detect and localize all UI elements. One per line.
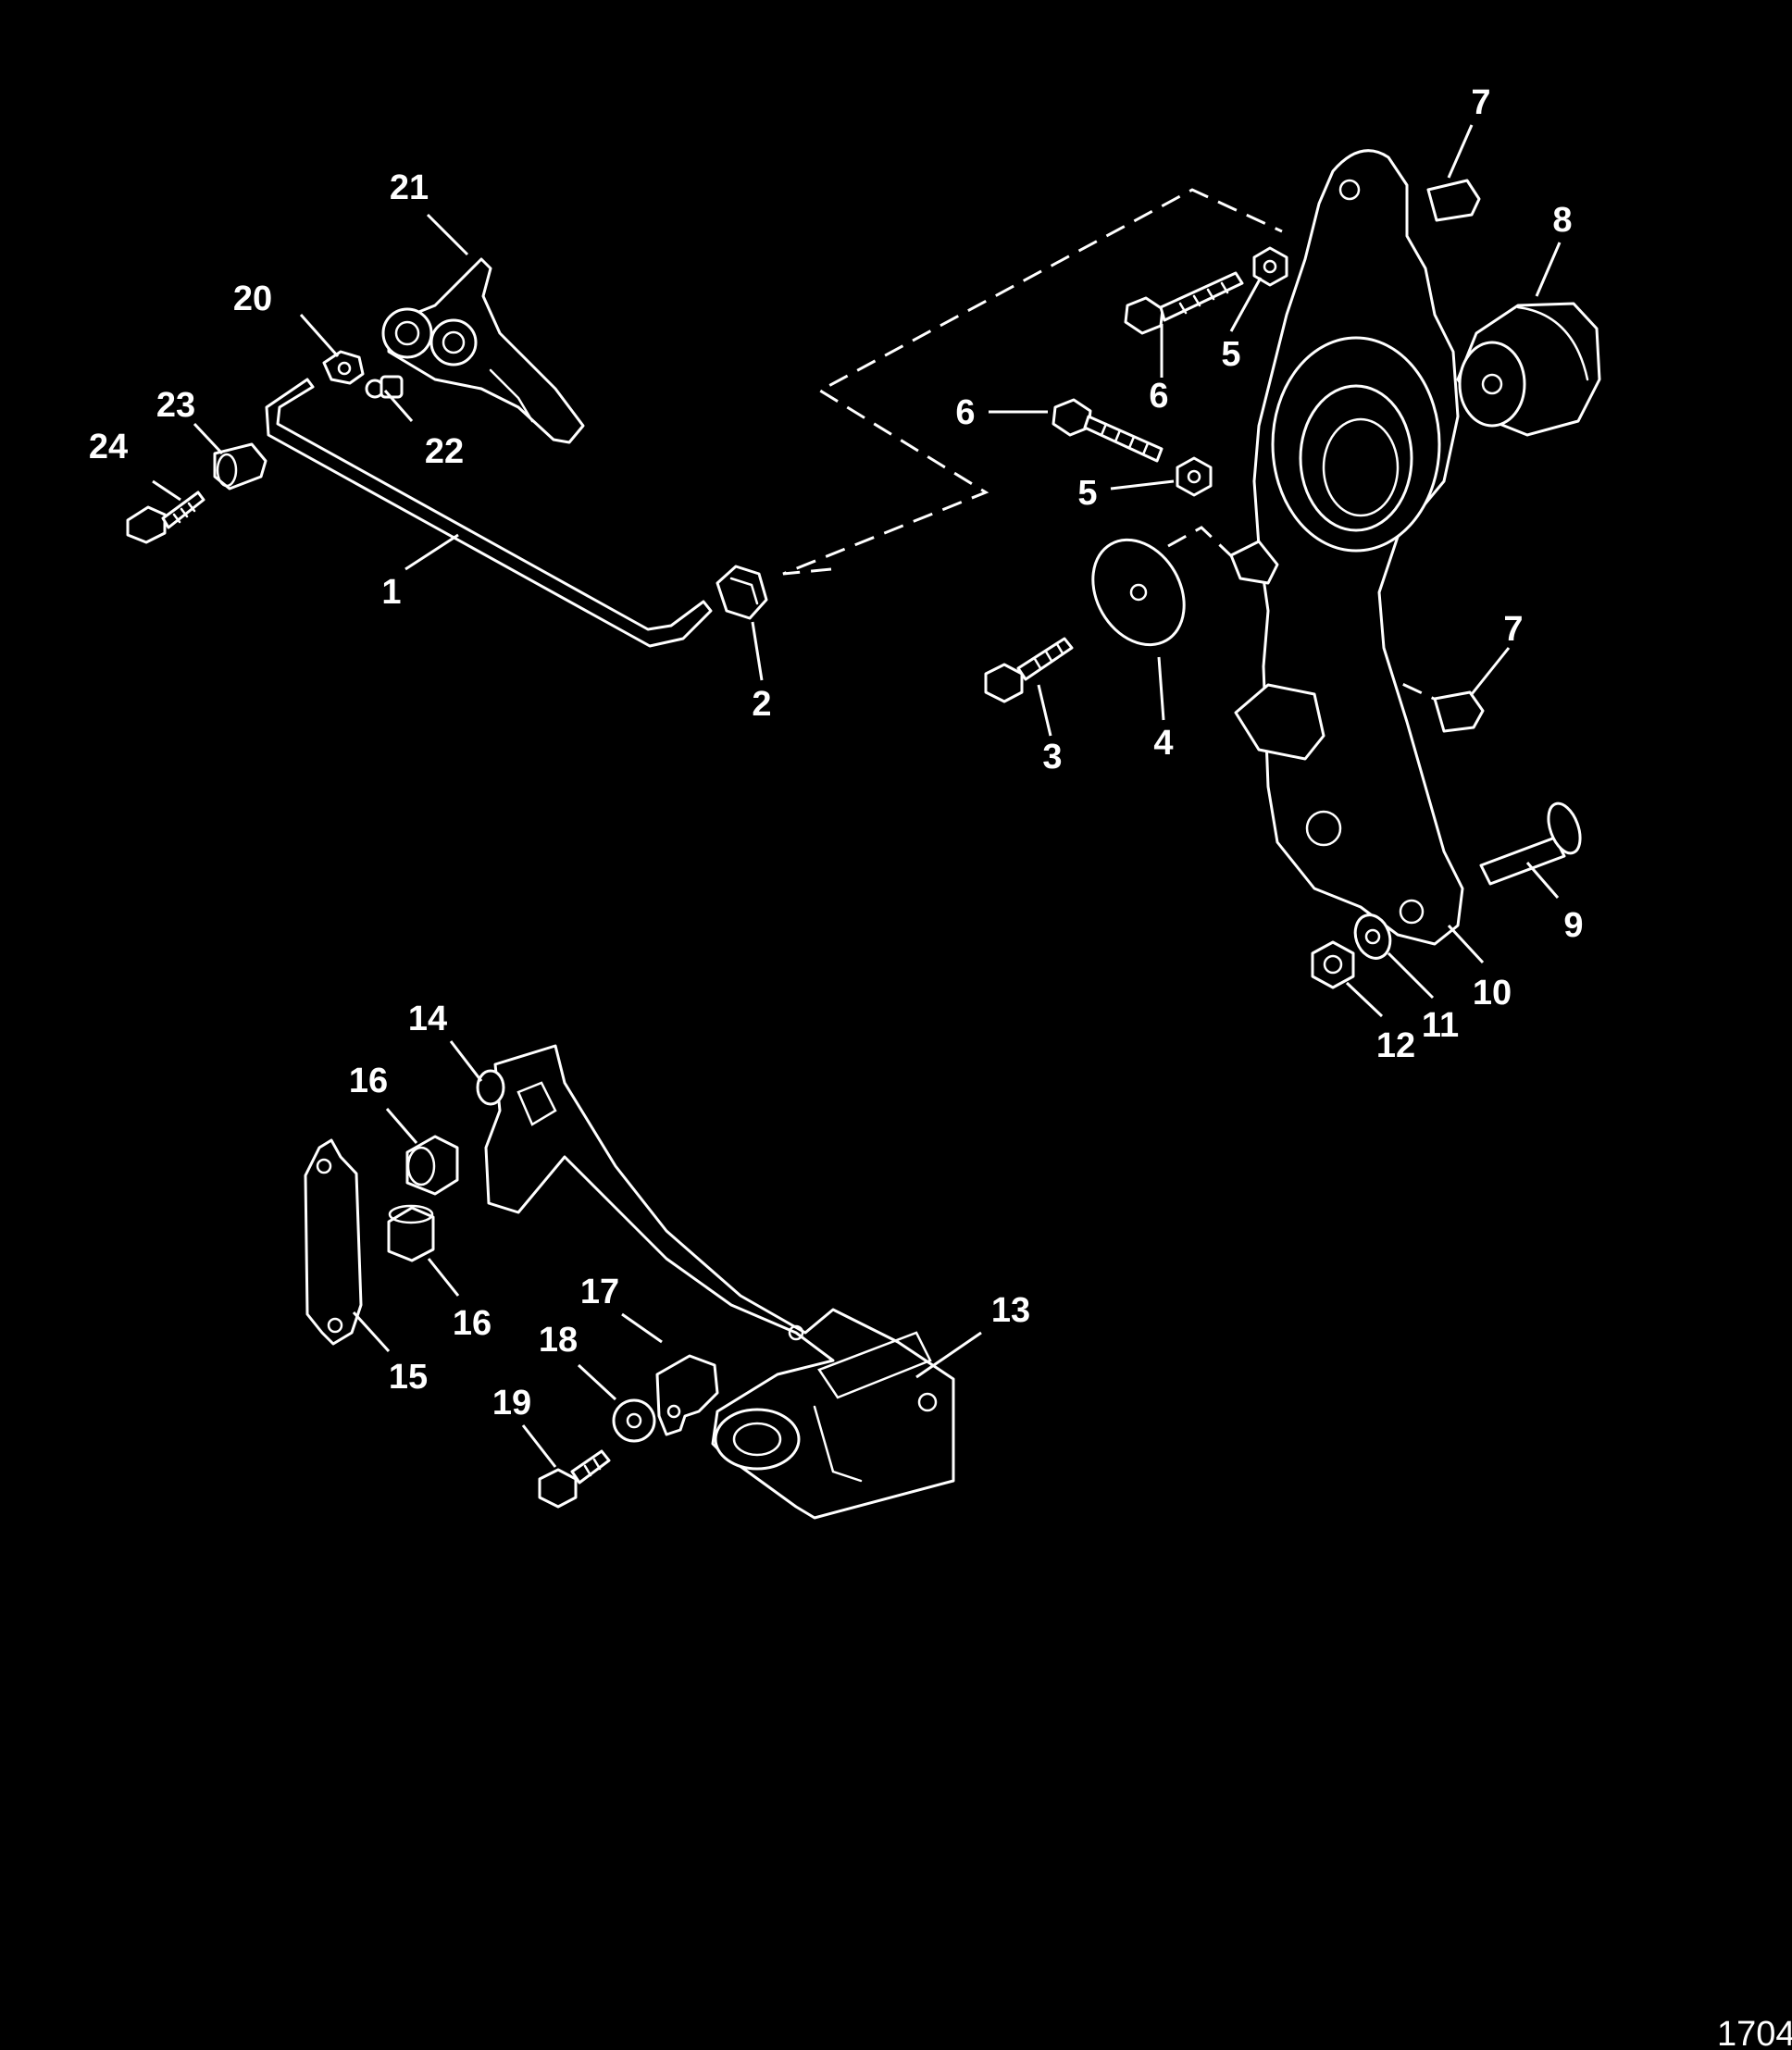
part-8-roller <box>1456 302 1601 437</box>
part-16-bushing-upper <box>405 1135 459 1196</box>
callout-labels: 1 2 3 4 5 5 6 6 7 7 8 9 10 11 12 13 14 1… <box>89 83 1584 1423</box>
part-21-bracket <box>381 257 585 444</box>
part-11-washer <box>1353 913 1392 960</box>
assembly-dash-upper <box>782 188 1283 576</box>
part-10-lever <box>1229 149 1464 946</box>
callout-1: 1 <box>381 573 401 612</box>
figure-number: 17047 <box>1717 2015 1792 2050</box>
callout-8: 8 <box>1552 201 1572 240</box>
part-19-screw <box>538 1449 611 1509</box>
part-13-bracket <box>484 1044 955 1520</box>
part-7-pin-upper <box>1426 179 1481 222</box>
leader-lines <box>152 124 1562 1468</box>
part-7-pin-lower <box>1433 690 1485 733</box>
callout-19: 19 <box>492 1384 531 1423</box>
part-12-nut <box>1311 940 1355 989</box>
callout-6a: 6 <box>1149 377 1168 416</box>
part-20-clip <box>322 350 365 385</box>
part-6-bolt-upper <box>1124 271 1244 335</box>
part-4-washer <box>1091 538 1186 647</box>
callout-4: 4 <box>1153 724 1173 763</box>
callout-11: 11 <box>1422 1006 1459 1045</box>
part-6-bolt-lower <box>1052 398 1164 463</box>
part-22-fastener <box>365 375 404 399</box>
callout-21: 21 <box>390 168 429 207</box>
callout-15: 15 <box>389 1358 428 1397</box>
part-18-washer <box>612 1398 656 1443</box>
part-2-clip <box>716 565 768 620</box>
callout-17: 17 <box>580 1273 619 1311</box>
part-9-pin <box>1479 801 1582 886</box>
part-5-nut-lower <box>1176 456 1213 497</box>
callout-6b: 6 <box>955 393 975 432</box>
callout-3: 3 <box>1042 738 1062 777</box>
callout-13: 13 <box>991 1291 1030 1330</box>
part-1-link-rod <box>265 378 713 648</box>
callout-9: 9 <box>1563 906 1583 945</box>
callout-7a: 7 <box>1471 83 1490 122</box>
callout-20: 20 <box>233 280 272 318</box>
callout-16a: 16 <box>349 1062 388 1100</box>
callout-7b: 7 <box>1503 610 1523 649</box>
callout-24: 24 <box>89 428 128 466</box>
callout-23: 23 <box>156 386 195 425</box>
callout-2: 2 <box>752 685 771 724</box>
callout-12: 12 <box>1376 1026 1415 1065</box>
part-23-bushing <box>213 442 268 491</box>
part-5-nut-upper <box>1252 246 1288 287</box>
part-15-plate <box>304 1138 363 1346</box>
callout-18: 18 <box>539 1321 578 1360</box>
callout-5b: 5 <box>1077 474 1097 513</box>
part-17-clamp <box>655 1354 719 1436</box>
callout-5a: 5 <box>1221 335 1240 374</box>
callout-14: 14 <box>408 1000 447 1038</box>
assembly-dash-lower <box>1167 526 1242 566</box>
part-16-bushing-lower <box>387 1204 435 1262</box>
callout-10: 10 <box>1473 974 1512 1013</box>
callout-22: 22 <box>425 432 464 471</box>
callout-16b: 16 <box>453 1304 492 1343</box>
part-3-bolt <box>984 637 1074 703</box>
part-24-bolt <box>126 491 205 544</box>
part-14-pin <box>476 1069 505 1106</box>
